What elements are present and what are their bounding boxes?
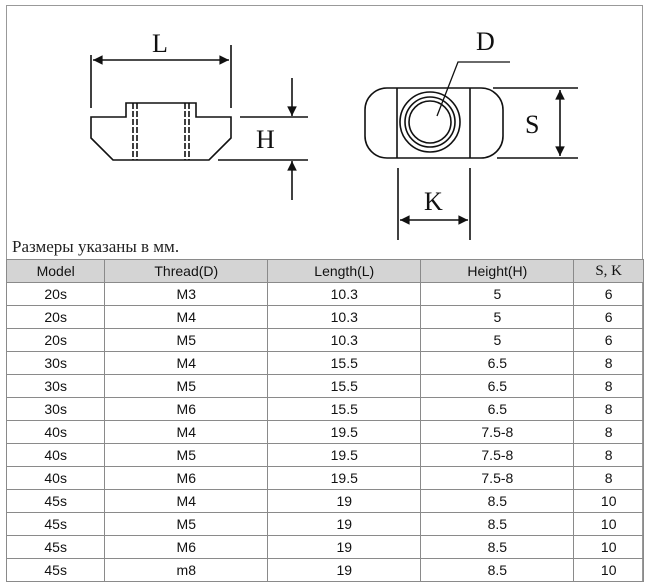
cell-height: 5	[420, 282, 575, 306]
cell-height: 6.5	[420, 374, 575, 398]
cell-thread: M6	[104, 535, 269, 559]
cell-thread: m8	[104, 558, 269, 582]
cell-length: 19.5	[267, 420, 422, 444]
label-k: K	[424, 187, 443, 216]
cell-thread: M4	[104, 420, 269, 444]
cell-model: 30s	[5, 397, 106, 421]
cell-thread: M5	[104, 328, 269, 352]
t-nut-drawing: L H D S K	[90, 27, 578, 240]
cell-model: 40s	[5, 466, 106, 490]
cell-s-k: 8	[573, 351, 644, 375]
cell-height: 8.5	[420, 558, 575, 582]
dimensions-table: Model Thread(D) Length(L) Height(H) S, K…	[5, 259, 644, 582]
units-caption: Размеры указаны в мм.	[12, 237, 180, 256]
top-view	[364, 61, 578, 240]
cell-length: 19	[267, 489, 422, 513]
cell-model: 45s	[5, 489, 106, 513]
cell-s-k: 6	[573, 282, 644, 306]
cell-model: 30s	[5, 351, 106, 375]
header-model: Model	[5, 259, 106, 283]
cell-s-k: 10	[573, 535, 644, 559]
cell-model: 20s	[5, 282, 106, 306]
cell-length: 19.5	[267, 443, 422, 467]
cell-model: 45s	[5, 512, 106, 536]
cell-model: 20s	[5, 305, 106, 329]
cell-height: 5	[420, 328, 575, 352]
cell-s-k: 8	[573, 420, 644, 444]
cell-s-k: 8	[573, 374, 644, 398]
cell-s-k: 10	[573, 558, 644, 582]
cell-length: 10.3	[267, 328, 422, 352]
cell-s-k: 6	[573, 305, 644, 329]
cell-length: 15.5	[267, 374, 422, 398]
cell-thread: M4	[104, 305, 269, 329]
header-thread: Thread(D)	[104, 259, 269, 283]
cell-thread: M5	[104, 374, 269, 398]
cell-length: 19.5	[267, 466, 422, 490]
header-length: Length(L)	[267, 259, 422, 283]
cell-thread: M4	[104, 489, 269, 513]
cell-height: 6.5	[420, 397, 575, 421]
cell-s-k: 10	[573, 512, 644, 536]
label-s: S	[525, 110, 539, 139]
cell-length: 19	[267, 558, 422, 582]
cell-s-k: 8	[573, 443, 644, 467]
cell-thread: M3	[104, 282, 269, 306]
cell-s-k: 8	[573, 397, 644, 421]
cell-length: 10.3	[267, 305, 422, 329]
cell-thread: M6	[104, 466, 269, 490]
cell-height: 6.5	[420, 351, 575, 375]
cell-model: 45s	[5, 535, 106, 559]
cell-height: 8.5	[420, 535, 575, 559]
cell-thread: M5	[104, 443, 269, 467]
cell-s-k: 6	[573, 328, 644, 352]
header-height: Height(H)	[420, 259, 575, 283]
cell-length: 15.5	[267, 351, 422, 375]
cell-model: 45s	[5, 558, 106, 582]
cell-length: 15.5	[267, 397, 422, 421]
cell-model: 20s	[5, 328, 106, 352]
cell-length: 10.3	[267, 282, 422, 306]
table-header-row: Model Thread(D) Length(L) Height(H) S, K	[5, 259, 644, 283]
cell-height: 7.5-8	[420, 443, 575, 467]
cell-height: 7.5-8	[420, 420, 575, 444]
cell-model: 30s	[5, 374, 106, 398]
cell-thread: M5	[104, 512, 269, 536]
cell-height: 5	[420, 305, 575, 329]
label-d: D	[476, 27, 495, 56]
label-h: H	[256, 125, 275, 154]
cell-s-k: 8	[573, 466, 644, 490]
cell-thread: M4	[104, 351, 269, 375]
cell-s-k: 10	[573, 489, 644, 513]
cell-height: 7.5-8	[420, 466, 575, 490]
cell-height: 8.5	[420, 489, 575, 513]
side-view	[90, 45, 308, 200]
cell-height: 8.5	[420, 512, 575, 536]
label-l: L	[152, 29, 168, 58]
header-s-k: S, K	[573, 259, 644, 283]
cell-length: 19	[267, 535, 422, 559]
cell-length: 19	[267, 512, 422, 536]
cell-model: 40s	[5, 420, 106, 444]
cell-model: 40s	[5, 443, 106, 467]
cell-thread: M6	[104, 397, 269, 421]
